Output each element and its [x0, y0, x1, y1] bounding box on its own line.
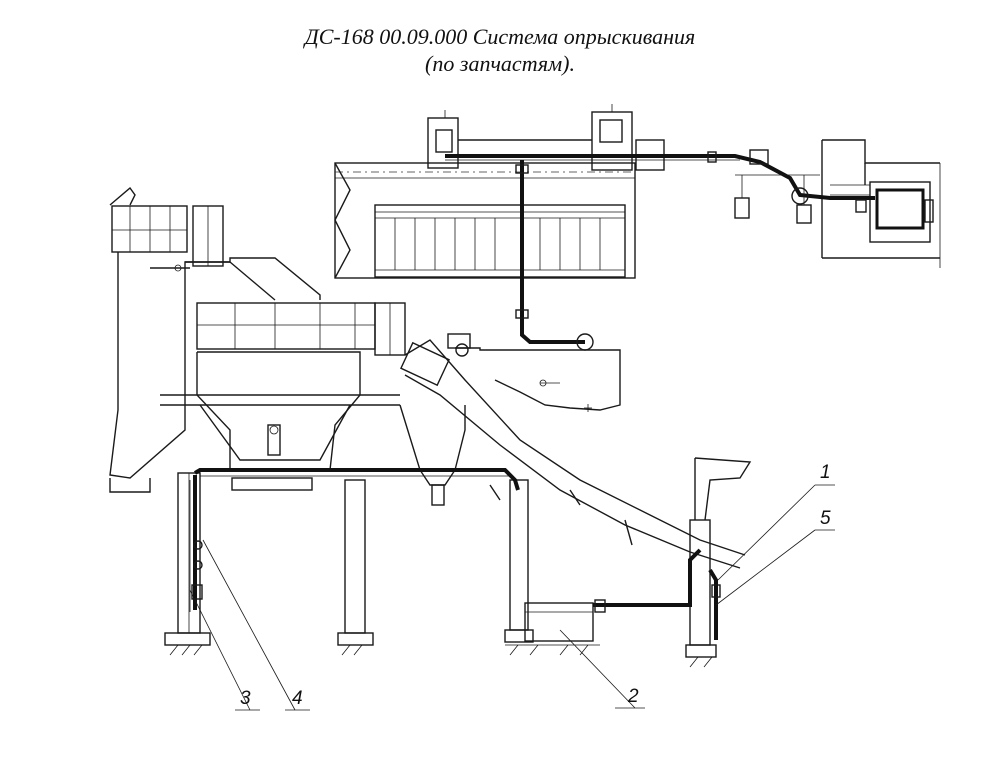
drawing-title: ДС-168 00.09.000 Система опрыскивания	[304, 24, 696, 49]
callout-5-label: 5	[820, 508, 831, 529]
callout-5: 5	[715, 508, 835, 606]
callout-1-label: 1	[820, 462, 831, 483]
callout-2: 2	[559, 629, 645, 709]
callout-3: 3	[189, 589, 260, 711]
transfer-chute	[447, 333, 621, 412]
upper-conveyor-assembly	[334, 104, 665, 279]
callout-1: 1	[717, 462, 835, 581]
right-top-unit	[821, 139, 941, 268]
callout-4: 4	[202, 539, 310, 711]
conveyor-slats	[394, 218, 601, 270]
callout-4-label: 4	[292, 688, 303, 709]
top-spray-pipe	[445, 149, 875, 344]
callout-3-label: 3	[240, 688, 251, 709]
lower-spray-pipe	[189, 468, 721, 642]
inclined-conveyor	[400, 339, 746, 569]
drawing-subtitle: (по запчастям).	[425, 51, 575, 76]
callout-2-label: 2	[627, 686, 639, 707]
